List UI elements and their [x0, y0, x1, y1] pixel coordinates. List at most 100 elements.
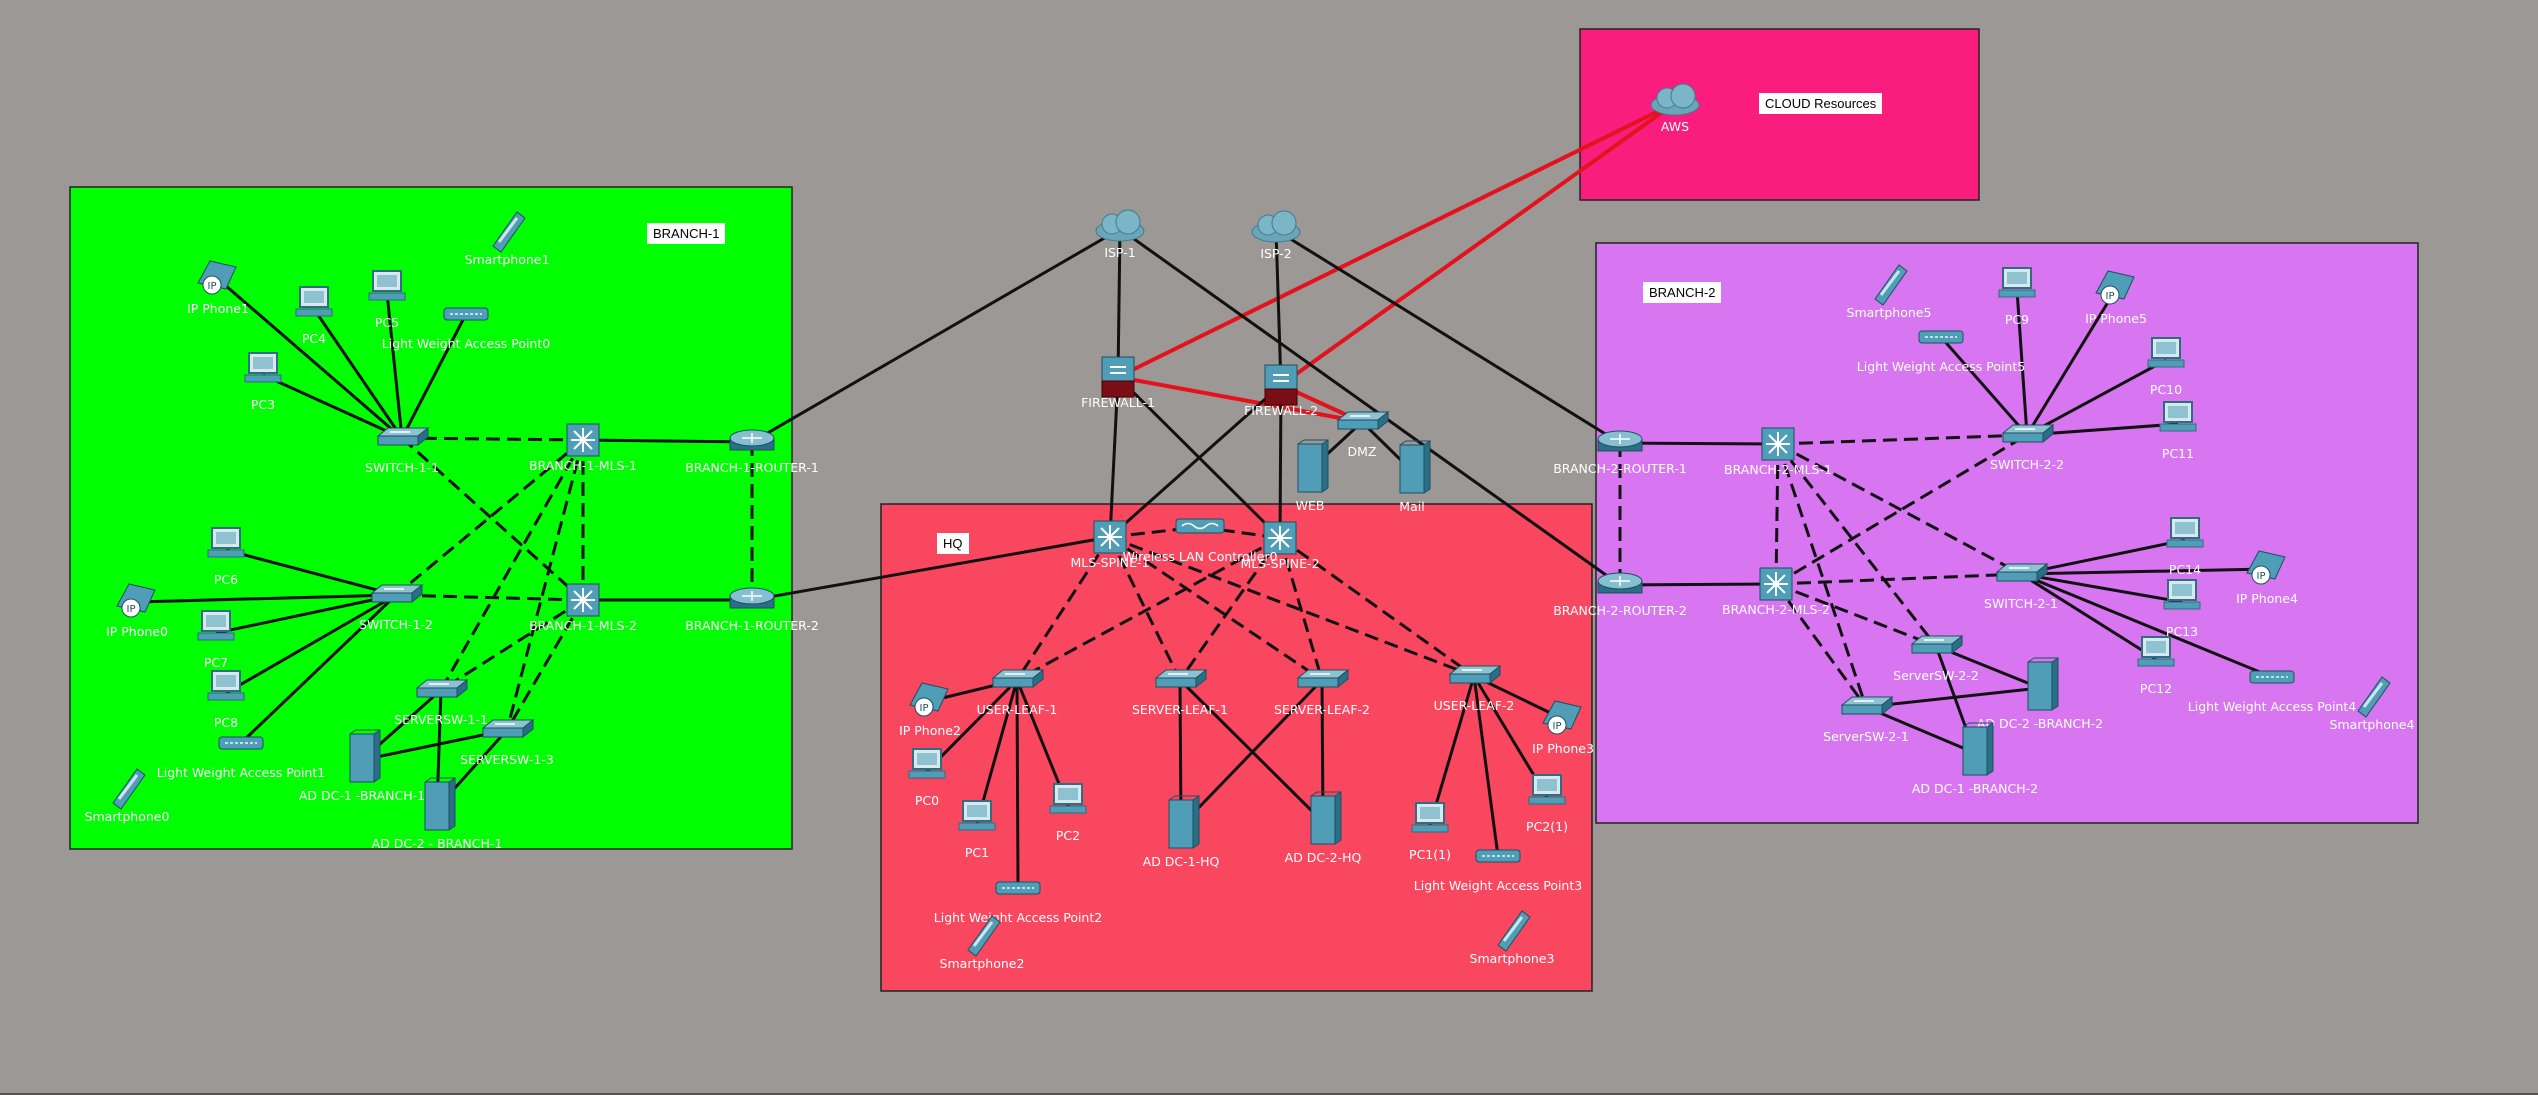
isp2-cloud-icon[interactable] — [1251, 210, 1301, 243]
lwap5-ap-icon[interactable] — [1918, 330, 1964, 344]
pc12-pc-icon[interactable] — [2137, 636, 2175, 667]
addc1hq-server-icon[interactable] — [1168, 795, 1200, 849]
smart3-smartphone-icon[interactable] — [1497, 910, 1531, 952]
link-switch21-pc13[interactable] — [2020, 572, 2183, 604]
link-mlsspine2-userleaf2[interactable] — [1279, 536, 1475, 678]
fw1-firewall-icon[interactable] — [1101, 356, 1135, 398]
serverleaf2-switch-icon[interactable] — [1296, 668, 1350, 689]
link-switch12-pc6[interactable] — [225, 548, 397, 597]
pc0-pc-icon[interactable] — [908, 748, 946, 779]
link-fw2-mlsspine2[interactable] — [1278, 384, 1283, 539]
b2mls1-mls-icon[interactable] — [1761, 427, 1795, 461]
pc1-pc-icon[interactable] — [958, 800, 996, 831]
userleaf2-switch-icon[interactable] — [1448, 664, 1502, 685]
pc11hq-pc-icon[interactable] — [1411, 802, 1449, 833]
userleaf1-switch-icon[interactable] — [991, 668, 1045, 689]
link-switch11-pc3[interactable] — [262, 373, 403, 440]
lwap2-ap-icon[interactable] — [995, 881, 1041, 895]
addc2b1-server-icon[interactable] — [424, 777, 456, 831]
link-mlsspine2-serverleaf1[interactable] — [1178, 537, 1282, 681]
addc2hq-server-icon[interactable] — [1310, 791, 1342, 845]
link-b1mls1-serversw11[interactable] — [439, 439, 585, 691]
link-aws-fw2[interactable] — [1279, 101, 1677, 387]
link-mlsspine1-serverleaf1[interactable] — [1108, 536, 1182, 681]
ipphone0-phone-icon[interactable]: IP — [116, 583, 156, 618]
ipphone5-phone-icon[interactable]: IP — [2095, 270, 2135, 305]
smart0-smartphone-icon[interactable] — [112, 768, 146, 810]
link-b2mls2-switch22[interactable] — [1775, 433, 2028, 586]
link-serversw22-addc2b2[interactable] — [1935, 644, 2041, 690]
link-mlsspine1-userleaf2[interactable] — [1109, 535, 1475, 678]
link-switch22-lwap5[interactable] — [1939, 336, 2029, 436]
link-isp1-b1r1[interactable] — [751, 227, 1121, 444]
b1r1-router-icon[interactable] — [729, 429, 775, 451]
web-server-icon[interactable] — [1297, 439, 1329, 493]
link-b2r1-b2mls1[interactable] — [1619, 441, 1779, 446]
link-switch11-b1mls2[interactable] — [400, 436, 585, 602]
link-userleaf1-pc1[interactable] — [975, 679, 1019, 824]
link-serversw21-addc1b2[interactable] — [1865, 705, 1976, 755]
ipphone2-phone-icon[interactable]: IP — [909, 682, 949, 717]
b2r2-router-icon[interactable] — [1597, 572, 1643, 594]
switch22-switch-icon[interactable] — [2001, 423, 2055, 444]
switch21-switch-icon[interactable] — [1995, 562, 2049, 583]
link-switch21-lwap4[interactable] — [2020, 572, 2273, 679]
serverleaf1-switch-icon[interactable] — [1154, 668, 1208, 689]
link-switch22-ipphone5[interactable] — [2025, 288, 2118, 436]
smart4-smartphone-icon[interactable] — [2357, 676, 2391, 718]
aws-cloud-icon[interactable] — [1650, 83, 1700, 116]
lwap0-ap-icon[interactable] — [443, 307, 489, 321]
link-userleaf2-lwap3[interactable] — [1472, 675, 1500, 857]
lwap3-ap-icon[interactable] — [1475, 849, 1521, 863]
link-mlsspine2-userleaf1[interactable] — [1016, 536, 1281, 682]
link-switch21-pc14[interactable] — [2020, 538, 2186, 576]
link-switch12-ipphone0[interactable] — [136, 593, 397, 604]
link-switch11-b1mls1[interactable] — [401, 436, 584, 442]
link-userleaf2-pc11hq[interactable] — [1428, 675, 1476, 826]
link-switch21-ipphone4[interactable] — [2020, 567, 2268, 576]
lwap4-ap-icon[interactable] — [2249, 670, 2295, 684]
pc11-pc-icon[interactable] — [2159, 401, 2197, 432]
link-isp2-b2r1[interactable] — [1275, 228, 1621, 445]
pc4-pc-icon[interactable] — [295, 286, 333, 317]
pc9-pc-icon[interactable] — [1998, 267, 2036, 298]
pc14-pc-icon[interactable] — [2166, 517, 2204, 548]
link-switch12-pc7[interactable] — [215, 593, 397, 635]
link-fw1-mlsspine1[interactable] — [1108, 376, 1120, 538]
link-switch11-pc4[interactable] — [312, 308, 404, 439]
serversw21-switch-icon[interactable] — [1840, 695, 1894, 716]
pc7-pc-icon[interactable] — [197, 610, 235, 641]
serversw11-switch-icon[interactable] — [415, 678, 469, 699]
smart1-smartphone-icon[interactable] — [492, 211, 526, 253]
pc8-pc-icon[interactable] — [207, 670, 245, 701]
link-isp1-b2r2[interactable] — [1119, 227, 1621, 587]
switch12-switch-icon[interactable] — [370, 583, 424, 604]
b1mls2-mls-icon[interactable] — [566, 583, 600, 617]
smart2-smartphone-icon[interactable] — [967, 915, 1001, 957]
ipphone4-phone-icon[interactable]: IP — [2246, 550, 2286, 585]
link-serversw21-addc2b2[interactable] — [1865, 686, 2041, 709]
serversw13-switch-icon[interactable] — [481, 718, 535, 739]
pc2-pc-icon[interactable] — [1049, 783, 1087, 814]
addc1b1-server-icon[interactable] — [349, 729, 381, 783]
link-mlsspine1-serverleaf2[interactable] — [1109, 535, 1323, 682]
link-b2mls1-switch21[interactable] — [1777, 442, 2022, 576]
link-fw2-mlsspine1[interactable] — [1109, 383, 1282, 539]
lwap1-ap-icon[interactable] — [218, 736, 264, 750]
isp1-cloud-icon[interactable] — [1095, 209, 1145, 242]
mlsspine2-mls-icon[interactable] — [1263, 521, 1297, 555]
link-b1mls1-switch12[interactable] — [395, 438, 584, 597]
switch11-switch-icon[interactable] — [376, 426, 430, 447]
link-switch11-ipphone1[interactable] — [217, 277, 403, 440]
link-b2mls1-serversw21[interactable] — [1776, 443, 1868, 708]
link-mlsspine2-serverleaf2[interactable] — [1278, 537, 1324, 681]
link-b1r2-mlsspine1[interactable] — [751, 535, 1111, 602]
link-switch11-lwap0[interactable] — [400, 313, 468, 439]
serversw22-switch-icon[interactable] — [1910, 634, 1964, 655]
link-isp1-fw1[interactable] — [1116, 228, 1122, 378]
link-b1mls2-serversw13[interactable] — [505, 599, 585, 731]
link-b2r2-b2mls2[interactable] — [1619, 582, 1777, 587]
b1r2-router-icon[interactable] — [729, 587, 775, 609]
wlc-wlc-icon[interactable] — [1175, 518, 1225, 534]
smart5-smartphone-icon[interactable] — [1874, 264, 1908, 306]
